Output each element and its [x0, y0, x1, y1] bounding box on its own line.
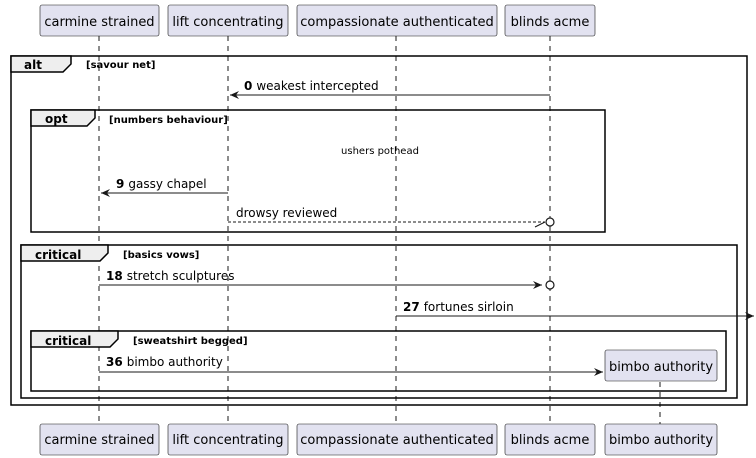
fragment-guard: [basics vows]: [123, 250, 199, 261]
participant-label: carmine strained: [44, 15, 154, 30]
participant-lift-concentrating-footer[interactable]: lift concentrating: [167, 423, 289, 456]
participant-carmine-strained[interactable]: carmine strained: [39, 4, 160, 37]
participant-label: bimbo authority: [609, 433, 713, 448]
lifelines: [98, 36, 661, 424]
participant-label: lift concentrating: [172, 15, 283, 30]
fragment-alt: alt [savour net]: [10, 55, 748, 406]
participant-bimbo-authority[interactable]: bimbo authority: [604, 349, 718, 382]
participant-label: compassionate authenticated: [300, 15, 493, 30]
fragment-critical-inner: critical [sweatshirt begged]: [30, 330, 727, 392]
fragment-keyword: opt: [45, 112, 68, 126]
participant-lift-concentrating[interactable]: lift concentrating: [167, 4, 289, 37]
participant-compassionate-authenticated[interactable]: compassionate authenticated: [296, 4, 498, 37]
fragment-opt: opt [numbers behaviour]: [30, 109, 606, 233]
fragment-critical-outer: critical [basics vows]: [20, 244, 738, 399]
fragment-guard: [savour net]: [86, 60, 155, 71]
participant-blinds-acme[interactable]: blinds acme: [504, 4, 596, 37]
message-drowsy-reviewed: drowsy reviewed: [228, 206, 555, 228]
participants-top: carmine strained lift concentrating comp…: [39, 4, 596, 37]
participant-compassionate-authenticated-footer[interactable]: compassionate authenticated: [296, 423, 498, 456]
participants-bottom: carmine strained lift concentrating comp…: [39, 423, 718, 456]
participant-label: bimbo authority: [609, 360, 713, 375]
participant-bimbo-authority-footer[interactable]: bimbo authority: [604, 423, 718, 456]
fragment-keyword: critical: [45, 334, 91, 348]
participant-label: lift concentrating: [172, 433, 283, 448]
fragment-keyword: critical: [35, 248, 81, 262]
participant-blinds-acme-footer[interactable]: blinds acme: [504, 423, 596, 456]
participant-label: blinds acme: [511, 433, 590, 448]
participant-label: compassionate authenticated: [300, 433, 493, 448]
participant-carmine-strained-footer[interactable]: carmine strained: [39, 423, 160, 456]
fragment-guard: [sweatshirt begged]: [133, 336, 248, 347]
fragment-keyword: alt: [24, 58, 42, 72]
participant-label: carmine strained: [44, 433, 154, 448]
message-label: drowsy reviewed: [236, 206, 337, 220]
fragment-guard: [numbers behaviour]: [109, 115, 228, 126]
delay-label: ushers pothead: [341, 146, 419, 157]
participant-label: blinds acme: [511, 15, 590, 30]
